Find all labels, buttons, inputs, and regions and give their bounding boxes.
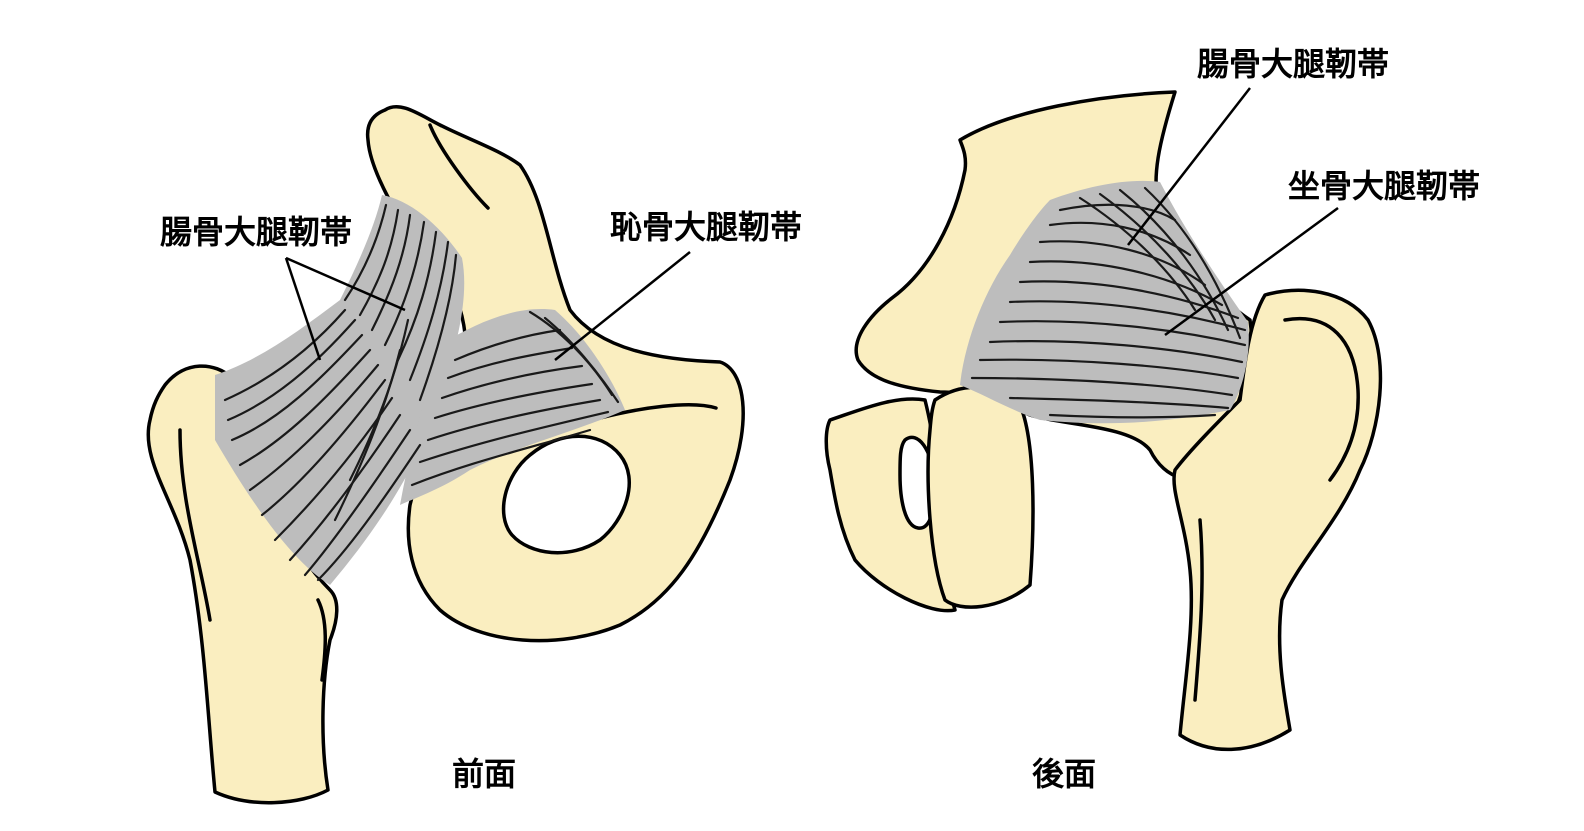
anterior-iliofemoral-leader-1 [284,257,322,361]
anterior-view: 腸骨大腿靭帯 恥骨大腿靭帯 前面 [146,104,802,805]
anterior-iliofemoral-leader-2 [285,256,406,312]
posterior-ischiofemoral-label: 坐骨大腿靭帯 [1288,167,1480,205]
anterior-pubofemoral-ligament [400,309,625,505]
anterior-obturator-foramen [501,434,631,555]
anterior-iliofemoral-label: 腸骨大腿靭帯 [160,213,352,251]
posterior-iliofemoral-label: 腸骨大腿靭帯 [1197,45,1389,83]
posterior-ligament-fibers [970,186,1247,419]
anterior-pubofemoral-leader [554,251,691,361]
anterior-view-caption: 前面 [452,755,516,793]
posterior-ischiofemoral-ligament [960,180,1249,424]
posterior-view-caption: 後面 [1032,755,1096,793]
anterior-ligament-fibers [223,203,620,582]
posterior-femur-bone [1172,288,1383,752]
anterior-femur-shaft-line [178,428,212,622]
posterior-medial-condyle-bone [926,385,1035,609]
anterior-lesser-trochanter-line [316,598,327,682]
posterior-iliofemoral-leader [1127,87,1251,246]
posterior-ischiofemoral-leader [1164,206,1339,337]
anterior-iliac-crest-line [428,123,490,210]
posterior-femur-head-line [1283,316,1360,482]
posterior-femur-shaft-line [1193,518,1204,702]
anterior-pubofemoral-label: 恥骨大腿靭帯 [610,208,802,246]
anterior-iliofemoral-ligament [215,195,465,585]
posterior-view: 腸骨大腿靭帯 坐骨大腿靭帯 後面 [824,45,1480,793]
